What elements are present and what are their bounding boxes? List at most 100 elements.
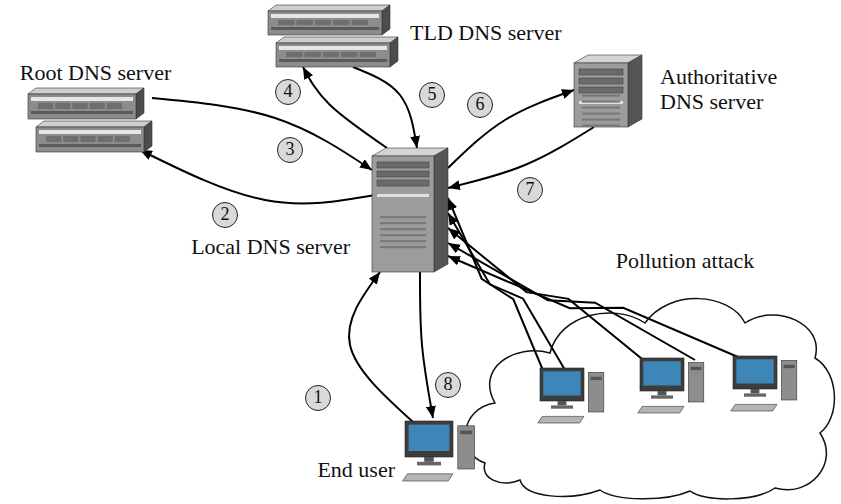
rack-bay: [63, 136, 78, 142]
rack-side: [136, 88, 144, 119]
tower-side: [628, 55, 642, 127]
rack-stripe: [39, 130, 141, 134]
query-arrow: [152, 98, 372, 170]
monitor-base: [551, 405, 573, 408]
rack-bay: [46, 136, 61, 142]
vent-line: [582, 119, 620, 121]
step-number: 2: [212, 202, 238, 228]
tld-server: TLD DNS server: [265, 2, 574, 72]
drive-bay: [579, 78, 623, 84]
rack-bay: [55, 103, 70, 109]
cloud-outline: [465, 299, 834, 499]
query-arrow: [448, 90, 574, 168]
root-server: Root DNS server: [8, 60, 187, 154]
rack-bay: [352, 20, 368, 25]
vent-line: [380, 222, 426, 224]
vent-line: [582, 95, 620, 97]
rack-bay: [80, 136, 95, 142]
query-arrow: [140, 150, 375, 203]
vent-line: [582, 101, 620, 103]
monitor-base: [417, 462, 441, 466]
rack-top: [276, 37, 398, 43]
monitor-frame: [733, 356, 777, 389]
rack-side: [390, 37, 398, 67]
keyboard: [403, 474, 453, 481]
rack-stripe: [271, 14, 379, 18]
rack-bay: [315, 20, 331, 25]
rack-side: [144, 121, 152, 152]
step-number: 3: [277, 137, 303, 163]
rack-front: [28, 94, 136, 119]
rack-bay: [90, 103, 105, 109]
rack-bay: [296, 20, 312, 25]
vent-line: [380, 246, 426, 248]
rack-front: [36, 127, 144, 152]
tower-icon: [372, 148, 448, 272]
tower-front: [574, 63, 628, 127]
vent-line: [582, 125, 620, 127]
tower-stripe: [377, 194, 429, 197]
monitor-frame: [540, 368, 584, 401]
drive-bay: [579, 69, 623, 75]
pc-drive: [460, 431, 472, 435]
rack-bay: [323, 52, 339, 57]
pc-drive: [784, 365, 795, 368]
query-arrow: [349, 272, 413, 422]
pc-tower: [688, 362, 703, 402]
drive-bay: [377, 180, 429, 186]
step-number: 8: [435, 372, 461, 398]
drive-bay: [377, 162, 429, 168]
vent-line: [380, 234, 426, 236]
query-arrow: [353, 67, 417, 148]
monitor-frame: [640, 358, 684, 391]
authoritative-server: Authoritative DNS server: [570, 52, 810, 132]
monitor-stand: [658, 391, 667, 395]
rack-icon: [28, 88, 152, 152]
rack-front: [276, 43, 390, 67]
pc-tower: [588, 372, 603, 412]
query-arrow: [420, 272, 433, 418]
rack-icon: [268, 5, 398, 67]
tower-front: [372, 156, 434, 272]
rack-bay: [304, 52, 320, 57]
rack-bay: [38, 103, 53, 109]
query-arrow: [303, 67, 387, 148]
monitor-screen: [409, 425, 450, 451]
node-label: Root DNS server: [8, 60, 183, 85]
tower-side: [434, 148, 448, 272]
step-number: 4: [275, 79, 301, 105]
keyboard: [638, 406, 684, 413]
node-label: Authoritative DNS server: [660, 64, 805, 115]
node-label: Pollution attack: [585, 248, 785, 273]
keyboard: [538, 416, 584, 423]
local-server: Local DNS server: [120, 146, 450, 274]
monitor-screen: [736, 359, 773, 383]
attack-cloud: Pollution attack: [455, 248, 838, 502]
rack-stripe: [279, 46, 387, 50]
rack-stripe: [31, 111, 133, 114]
pc-drive: [591, 377, 602, 380]
node-label: TLD DNS server: [410, 20, 570, 45]
rack-bay: [341, 52, 357, 57]
tower-icon: [574, 55, 642, 127]
rack-top: [36, 121, 152, 127]
rack-bay: [333, 20, 349, 25]
attack-arrow: [448, 213, 565, 370]
rack-stripe: [39, 144, 141, 147]
cloud-icon: [455, 248, 838, 502]
vent-line: [380, 240, 426, 242]
rack-stripe: [279, 59, 387, 62]
step-number: 1: [305, 385, 331, 411]
vent-line: [380, 216, 426, 218]
tower-stripe: [579, 101, 623, 104]
monitor-base: [744, 393, 766, 396]
rack-bay: [360, 52, 376, 57]
vent-line: [582, 107, 620, 109]
vent-line: [582, 113, 620, 115]
rack-bay: [115, 136, 130, 142]
pc-tower: [781, 360, 796, 400]
drive-bay: [579, 87, 623, 93]
rack-stripe: [31, 97, 133, 101]
rack-bay: [278, 20, 294, 25]
